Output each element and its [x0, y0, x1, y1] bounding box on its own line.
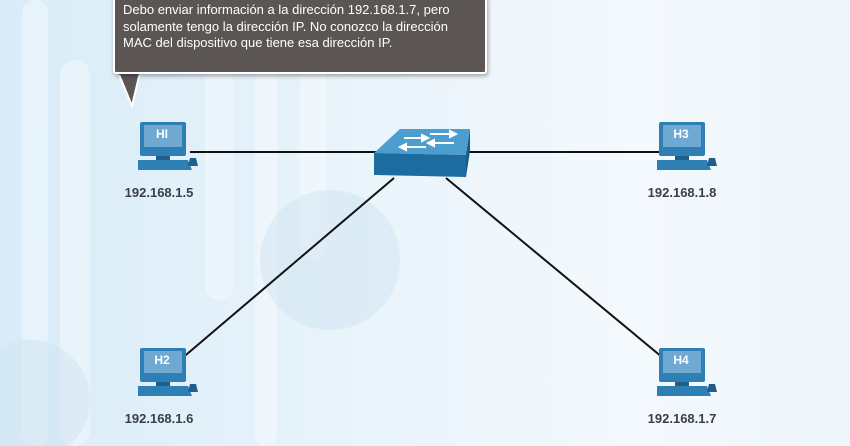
computer-icon — [138, 348, 198, 396]
host-h3[interactable]: H3 — [657, 122, 719, 172]
link-switch-h4 — [445, 177, 669, 363]
network-switch[interactable] — [370, 125, 474, 181]
computer-icon — [657, 348, 717, 396]
host-name: H2 — [154, 353, 170, 367]
host-name: H4 — [673, 353, 689, 367]
host-h2[interactable]: H2 — [138, 348, 200, 398]
speech-callout: Debo enviar información a la dirección 1… — [113, 0, 487, 74]
link-h2-switch — [179, 177, 395, 361]
host-ip-label: 192.168.1.7 — [647, 411, 717, 426]
host-name: H3 — [673, 127, 689, 141]
computer-icon — [657, 122, 717, 170]
callout-text: Debo enviar información a la dirección 1… — [123, 2, 450, 50]
host-h4[interactable]: H4 — [657, 348, 719, 398]
host-h1[interactable]: HI — [138, 122, 200, 172]
callout-tail — [116, 72, 142, 108]
host-ip-label: 192.168.1.5 — [124, 185, 194, 200]
switch-icon — [374, 129, 470, 177]
computer-icon — [138, 122, 198, 170]
host-ip-label: 192.168.1.6 — [124, 411, 194, 426]
host-name: HI — [156, 127, 168, 141]
host-ip-label: 192.168.1.8 — [647, 185, 717, 200]
